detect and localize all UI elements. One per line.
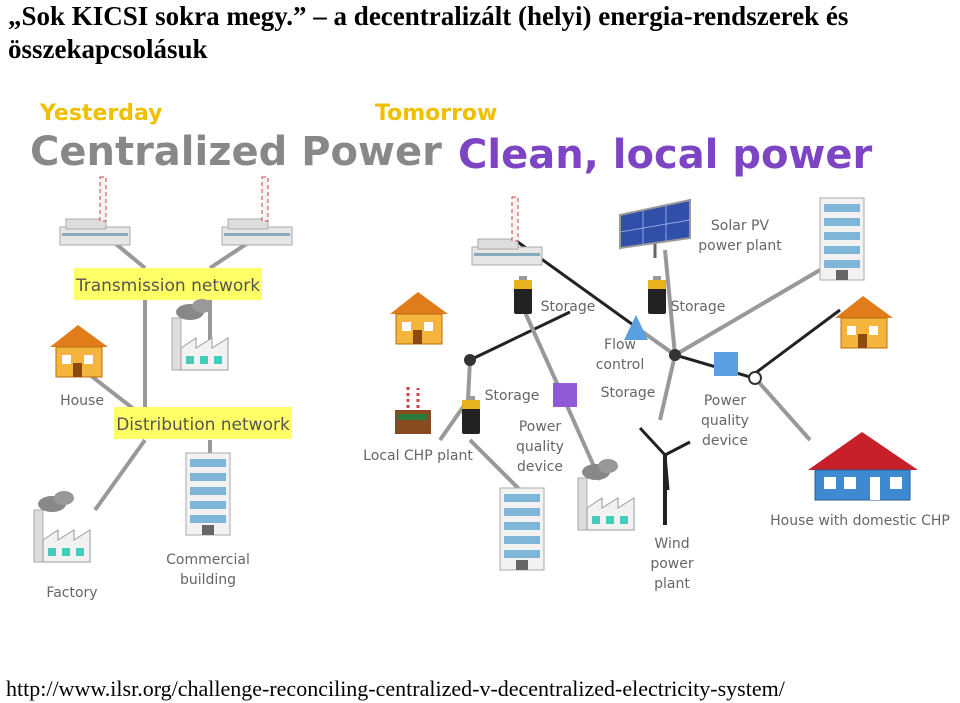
storage-label: Storage [485,388,540,404]
tomorrow-label: Tomorrow [375,101,497,126]
power-quality-device-icon [714,352,738,376]
solar-label-line2: power plant [698,238,782,254]
pq-label-line1: Power [519,419,562,435]
distribution-network-box [114,407,292,439]
wind-label-line1: Wind [654,536,689,552]
building-branch-line [468,438,522,492]
main-network-line [514,238,841,379]
factory-icon [171,298,229,371]
distribution-network-label: Distribution network [116,415,290,435]
house-label: House [60,393,104,409]
transmission-network-label: Transmission network [75,276,260,296]
power-quality-device-icon [553,383,577,407]
network-node [748,371,762,385]
factory-label: Factory [46,585,97,601]
network-node [669,349,681,361]
chp-plant-icon [395,385,431,434]
flow-label-line1: Flow [604,337,636,353]
clean-local-power-heading: Clean, local power [458,132,873,178]
power-plant-icon [471,196,543,266]
network-node [464,354,476,366]
centralized-power-heading: Centralized Power [30,129,442,175]
source-url: http://www.ilsr.org/challenge-reconcilin… [6,676,785,701]
solar-branch-line [663,249,677,356]
office-building-icon [819,197,865,281]
chp-label: Local CHP plant [363,448,473,464]
wind-label-line3: plant [654,576,690,592]
power-plant-icon [221,176,293,246]
wind-branch-line [658,354,677,421]
house-icon [389,291,449,345]
house-chp-line [753,376,812,442]
transmission-network-box [74,268,262,300]
solar-label-line1: Solar PV [711,218,770,234]
house-icon [49,324,109,378]
commercial-label-line1: Commercial [166,552,250,568]
commercial-label-line2: building [180,572,236,588]
commercial-building-icon [185,452,231,536]
wind-turbine-icon [638,426,691,525]
factory-icon [33,490,91,563]
house-line [88,373,137,412]
storage-battery-icon [648,276,666,314]
house-icon [834,295,894,349]
yesterday-label: Yesterday [39,101,162,126]
flow-link-line [638,328,677,357]
flow-control-icon [624,315,648,340]
storage-label: Storage [671,299,726,315]
pq-label-line3: device [517,459,563,475]
storage-label: Storage [601,385,656,401]
flow-label-line2: control [596,357,645,373]
storage-branch-line [469,310,571,362]
commercial-building-icon [499,487,545,571]
house-chp-icon [808,432,918,501]
solar-panel-icon [619,198,691,258]
slide-title: „Sok KICSI sokra megy.” – a decentralizá… [8,1,849,64]
wind-label-line2: power [650,556,694,572]
pq-label-line2: quality [516,439,564,455]
pq-label-line1: Power [704,393,747,409]
house-chp-label: House with domestic CHP [770,513,950,529]
building-right-line [673,268,822,357]
storage-label: Storage [541,299,596,315]
storage-battery-icon [462,396,480,434]
pq-label-line2: quality [701,413,749,429]
storage-battery-icon [514,276,532,314]
power-plant-icon [59,176,131,246]
pq-label-line3: device [702,433,748,449]
factory-icon [577,458,635,531]
